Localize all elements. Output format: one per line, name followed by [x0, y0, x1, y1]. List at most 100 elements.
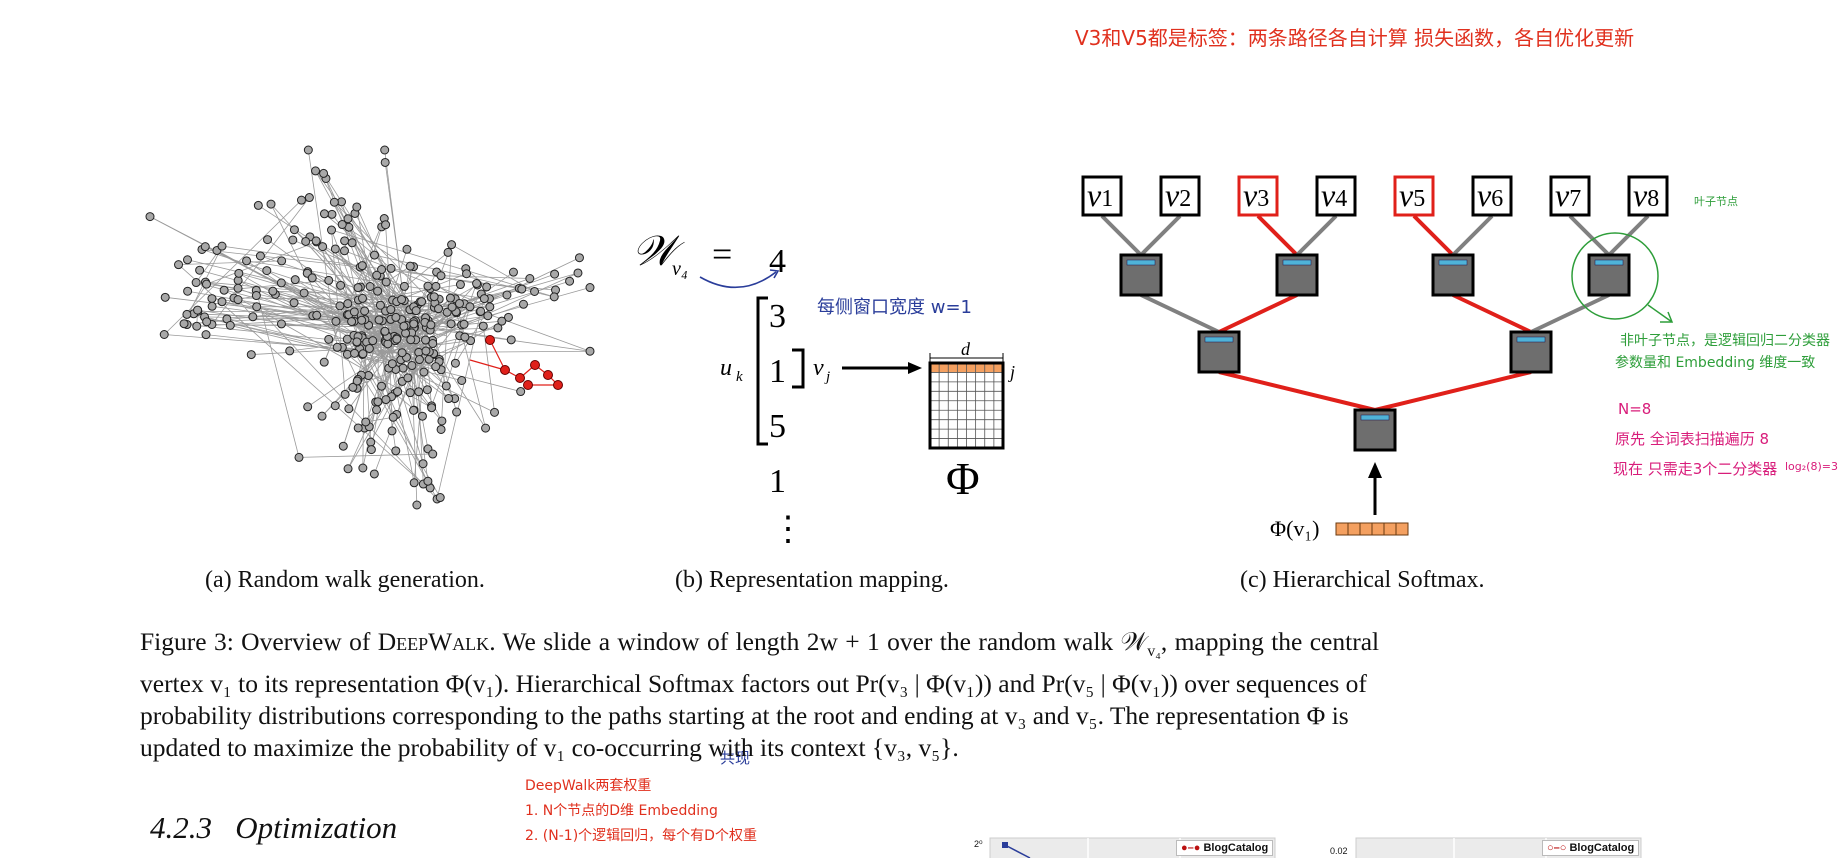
graph-node	[490, 407, 500, 417]
graph-node	[550, 269, 560, 279]
graph-node	[192, 321, 202, 331]
graph-node	[303, 145, 313, 155]
classifier-node	[1119, 253, 1163, 297]
graph-node	[319, 168, 329, 178]
graph-edge	[384, 336, 424, 464]
walk-edge	[489, 339, 506, 371]
graph-node	[324, 275, 334, 285]
graph-node	[517, 284, 527, 294]
graph-node	[414, 387, 424, 397]
leaf-box	[1393, 175, 1435, 217]
graph-node	[327, 225, 337, 235]
graph-node	[403, 373, 413, 383]
graph-node	[393, 387, 403, 397]
graph-node	[450, 358, 460, 368]
graph-node	[431, 281, 441, 291]
walk-edge	[469, 359, 506, 371]
graph-node	[397, 295, 407, 305]
graph-node	[372, 405, 382, 415]
phi-border	[928, 361, 1005, 450]
graph-node	[332, 342, 342, 352]
graph-node	[391, 312, 401, 322]
graph-node	[397, 348, 407, 358]
tree-edge	[1568, 214, 1611, 257]
plot-left-tick: 2⁰	[974, 839, 983, 849]
graph-node	[160, 292, 170, 302]
walk-node	[543, 370, 553, 380]
graph-node	[427, 403, 437, 413]
classifier-node	[1275, 253, 1319, 297]
input-embedding-cell	[1359, 522, 1373, 536]
graph-node	[483, 311, 493, 321]
graph-node	[387, 426, 397, 436]
input-embedding-cell	[1383, 522, 1397, 536]
window-arrow-curve	[699, 271, 777, 289]
graph-edge	[351, 226, 383, 323]
figure-caption: Figure 3: Overview of DeepWalk. We slide…	[140, 626, 1675, 764]
graph-node	[182, 255, 192, 265]
graph-edge	[316, 241, 390, 369]
highlight-arrow	[1647, 304, 1673, 323]
graph-node	[409, 478, 419, 488]
annotation-weights-title: DeepWalk两套权重	[525, 778, 652, 794]
vj-subscript: j	[824, 369, 830, 385]
graph-node	[446, 319, 456, 329]
graph-node	[386, 263, 396, 273]
graph-edge	[201, 249, 404, 316]
graph-node	[409, 319, 419, 329]
classifier-node	[1431, 253, 1475, 297]
graph-node	[357, 315, 367, 325]
graph-node	[447, 302, 457, 312]
graph-node	[285, 346, 295, 356]
graph-node	[380, 145, 390, 155]
graph-node	[459, 319, 469, 329]
graph-node	[233, 283, 243, 293]
graph-node	[330, 244, 340, 254]
leaf-box	[1081, 175, 1123, 217]
graph-node	[337, 220, 347, 230]
graph-node	[437, 416, 447, 426]
leaf-box	[1237, 175, 1279, 217]
input-embedding-cell	[1371, 522, 1385, 536]
input-embedding-cell	[1395, 522, 1409, 536]
graph-node	[335, 301, 345, 311]
graph-node	[374, 315, 384, 325]
graph-node	[445, 293, 455, 303]
walk-node	[523, 380, 533, 390]
graph-node	[299, 288, 309, 298]
annotation-window-note: 每侧窗口宽度 w=1	[817, 297, 972, 318]
graph-node	[364, 343, 374, 353]
graph-edge	[396, 285, 429, 349]
graph-node	[417, 297, 427, 307]
tree-edge	[1139, 214, 1182, 257]
graph-edge	[445, 306, 471, 387]
subcaption-c: (c) Hierarchical Softmax.	[1240, 567, 1485, 593]
annotation-leaf-note: 叶子节点	[1694, 195, 1738, 208]
annotation-nonleaf-note-1: 非叶子节点，是逻辑回归二分类器	[1620, 333, 1830, 349]
graph-node	[380, 326, 390, 336]
plot-right-legend: ○–○ BlogCatalog	[1542, 840, 1640, 856]
leaf-label: v8	[1633, 177, 1659, 213]
tree-edge-path	[1218, 293, 1298, 334]
highlight-circle	[1571, 232, 1659, 320]
graph-edge	[409, 326, 418, 506]
graph-node	[493, 323, 503, 333]
graph-node	[193, 305, 203, 315]
leaf-v1: v1	[1081, 175, 1123, 217]
graph-node	[358, 463, 368, 473]
graph-node	[508, 267, 518, 277]
graph-node	[352, 202, 362, 212]
graph-node	[288, 235, 298, 245]
graph-node	[303, 402, 313, 412]
graph-node	[336, 280, 346, 290]
graph-node	[246, 350, 256, 360]
walk-node	[500, 365, 510, 375]
graph-node	[353, 423, 363, 433]
graph-node	[248, 312, 258, 322]
graph-node	[296, 195, 306, 205]
graph-node	[225, 320, 235, 330]
graph-node	[476, 306, 486, 316]
graph-edge	[187, 259, 413, 314]
leaf-box	[1315, 175, 1357, 217]
graph-node	[418, 459, 428, 469]
